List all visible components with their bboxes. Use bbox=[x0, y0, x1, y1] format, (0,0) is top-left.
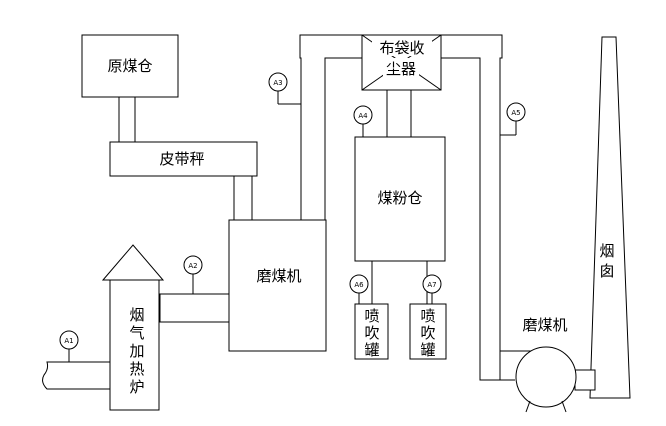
coal-mill-label: 磨煤机 bbox=[256, 267, 301, 285]
fan-label: 磨煤机 bbox=[522, 316, 567, 334]
gauge-a2: A2 bbox=[183, 255, 203, 294]
gauge-a5: A5 bbox=[500, 102, 526, 136]
chimney-char2: 囱 bbox=[599, 262, 614, 280]
raw-coal-bin: 原煤仓 bbox=[81, 34, 179, 98]
flue-gas-heater-char4: 热 bbox=[129, 360, 144, 378]
gas-duct bbox=[299, 34, 503, 381]
gauge-a1: A1 bbox=[59, 330, 79, 362]
flue-gas-heater-char5: 炉 bbox=[129, 378, 144, 396]
chimney-char1: 烟 bbox=[599, 242, 614, 260]
gauge-a6: A6 bbox=[349, 274, 369, 304]
bin-to-scale-chute bbox=[118, 96, 136, 143]
gauge-a6-label: A6 bbox=[354, 281, 364, 289]
pulverized-coal-bin-label: 煤粉仓 bbox=[377, 189, 422, 207]
gauge-a3-label: A3 bbox=[273, 79, 282, 87]
gauge-a4-label: A4 bbox=[358, 112, 368, 120]
heater-to-mill-duct bbox=[159, 293, 230, 323]
inlet-pipe bbox=[42, 361, 111, 390]
gauge-a7: A7 bbox=[422, 274, 442, 304]
gauge-a2-label: A2 bbox=[188, 262, 197, 270]
injection-tank-1-label-char2: 吹 bbox=[364, 324, 379, 342]
chimney: 烟 囱 bbox=[589, 36, 631, 399]
flue-gas-heater-char1: 烟 bbox=[129, 306, 144, 324]
bag-filter-label-line1: 布袋收 bbox=[379, 39, 424, 57]
injection-tank-1-label-char3: 罐 bbox=[364, 341, 379, 359]
gauge-a3: A3 bbox=[268, 72, 301, 105]
coal-mill: 磨煤机 bbox=[228, 219, 327, 352]
flue-gas-heater: 烟 气 加 热 炉 bbox=[101, 244, 165, 411]
bag-filter: 布袋收 尘器 bbox=[361, 34, 442, 91]
bag-filter-label-line2: 尘器 bbox=[386, 60, 416, 78]
fan: 磨煤机 bbox=[500, 316, 596, 413]
injection-tank-2-label-char1: 喷 bbox=[420, 307, 435, 325]
gauge-a4: A4 bbox=[353, 105, 373, 137]
injection-tank-1-label-char1: 喷 bbox=[364, 307, 379, 325]
scale-to-mill-chute bbox=[233, 175, 253, 221]
flue-gas-heater-char3: 加 bbox=[129, 342, 144, 360]
gauge-a5-label: A5 bbox=[511, 109, 520, 117]
flue-gas-heater-char2: 气 bbox=[129, 324, 144, 342]
raw-coal-bin-label: 原煤仓 bbox=[107, 57, 152, 75]
filter-to-bin-chute bbox=[386, 89, 412, 138]
injection-tank-1: 喷 吹 罐 bbox=[354, 303, 389, 360]
belt-scale-label: 皮带秤 bbox=[159, 150, 204, 168]
injection-tank-2-label-char3: 罐 bbox=[420, 341, 435, 359]
injection-tank-2: 喷 吹 罐 bbox=[409, 303, 447, 360]
gauge-a7-label: A7 bbox=[427, 281, 436, 289]
pulverized-coal-bin: 煤粉仓 bbox=[354, 136, 446, 262]
belt-scale: 皮带秤 bbox=[109, 141, 258, 177]
injection-tank-2-label-char2: 吹 bbox=[420, 324, 435, 342]
gauge-a1-label: A1 bbox=[64, 337, 73, 345]
